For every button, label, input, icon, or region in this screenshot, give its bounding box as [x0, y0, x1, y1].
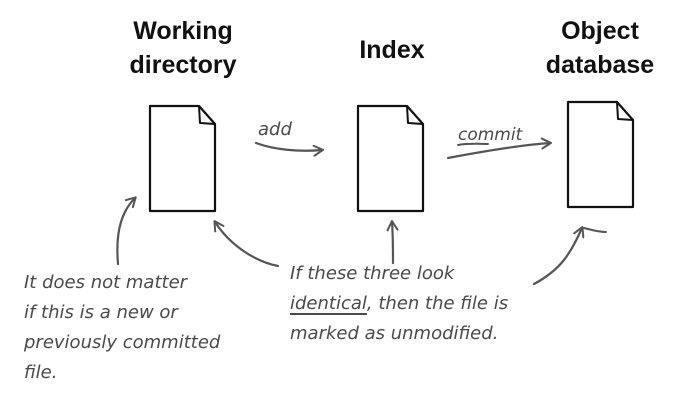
add-label: add — [258, 119, 292, 140]
index-file-icon — [356, 104, 425, 213]
heading-object-database: Object database — [545, 17, 655, 79]
middle-note-line1: If these three look — [290, 263, 455, 284]
object-arrow-hook — [583, 227, 607, 233]
left-note-line: if this is a new or — [24, 302, 178, 323]
heading-index: Index — [359, 36, 425, 64]
working-file-icon — [148, 104, 217, 213]
left-note: It does not matter if this is a new or p… — [24, 268, 220, 388]
commit-arrow — [446, 137, 552, 160]
add-arrow — [254, 141, 324, 157]
middle-note-line2: identical, then the file is — [290, 289, 508, 319]
left-note-line: file. — [24, 362, 58, 383]
middle-to-working-arrow — [213, 220, 280, 268]
middle-to-object-arrow — [532, 226, 585, 286]
commit-label: commit — [458, 125, 524, 145]
middle-note-line3: marked as unmodified. — [290, 323, 499, 344]
heading-working-directory: Working directory — [129, 17, 237, 79]
middle-note-line2-rest: , then the file is — [366, 293, 509, 314]
middle-note: If these three look identical, then the … — [290, 259, 508, 349]
middle-to-index-arrow — [386, 220, 399, 265]
commit-underline — [457, 142, 489, 146]
left-note-line: It does not matter — [24, 272, 188, 293]
left-note-line: previously committed — [24, 332, 221, 353]
identical-word: identical — [290, 293, 367, 314]
object-file-icon — [566, 100, 635, 209]
left-note-arrow — [116, 196, 137, 266]
